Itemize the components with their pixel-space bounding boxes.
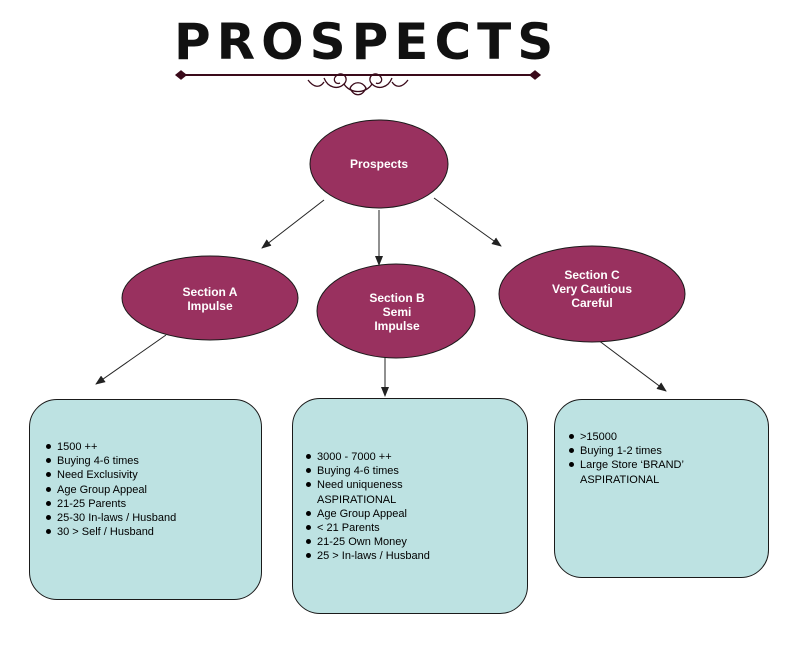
connectors: [95, 197, 667, 397]
node-prospects: [309, 119, 449, 209]
section-a-details-list: 1500 ++ Buying 4-6 times Need Exclusivit…: [45, 440, 176, 539]
page-title: PROSPECTS: [174, 13, 560, 71]
node-section-a-label: Section A Impulse: [150, 285, 270, 313]
node-prospects-label: Prospects: [349, 157, 409, 171]
section-b-details-box: 3000 - 7000 ++ Buying 4-6 times Need uni…: [292, 398, 528, 614]
list-item: 21-25 Parents: [45, 497, 176, 511]
list-item: 21-25 Own Money: [305, 535, 430, 549]
section-c-label-line: Careful: [571, 296, 613, 310]
list-item: Large Store ‘BRAND’ ASPIRATIONAL: [568, 458, 684, 486]
section-c-details-list: >15000 Buying 1-2 times Large Store ‘BRA…: [568, 430, 684, 487]
node-section-c-label: Section C Very Cautious Careful: [522, 268, 662, 310]
node-section-b: [316, 263, 476, 359]
list-item: >15000: [568, 430, 684, 444]
list-item: Buying 4-6 times: [45, 454, 176, 468]
list-item: Buying 1-2 times: [568, 444, 684, 458]
section-a-label-line: Impulse: [187, 299, 233, 313]
list-item: 1500 ++: [45, 440, 176, 454]
list-item: Need uniqueness ASPIRATIONAL: [305, 478, 430, 506]
list-item-line: Large Store ‘BRAND’: [580, 459, 684, 472]
node-section-c: [498, 245, 686, 343]
section-b-label-line: Semi: [382, 305, 412, 319]
list-item-line: ASPIRATIONAL: [317, 493, 397, 506]
list-item-line: Need uniqueness: [317, 479, 403, 492]
list-item: 3000 - 7000 ++: [305, 450, 430, 464]
connector-root-a: [261, 199, 325, 249]
section-c-label-line: Very Cautious: [551, 282, 633, 296]
connector-root-c: [433, 197, 502, 247]
connector-a-box: [95, 334, 167, 385]
node-section-a: [121, 255, 299, 341]
list-item: 25-30 In-laws / Husband: [45, 511, 176, 525]
section-b-details-list: 3000 - 7000 ++ Buying 4-6 times Need uni…: [305, 450, 430, 564]
connector-c-box: [597, 339, 667, 392]
section-a-details-box: 1500 ++ Buying 4-6 times Need Exclusivit…: [29, 399, 262, 600]
list-item: 30 > Self / Husband: [45, 525, 176, 539]
list-item: Age Group Appeal: [305, 507, 430, 521]
ornament-divider: [174, 70, 542, 96]
list-item: Need Exclusivity: [45, 468, 176, 482]
list-item: < 21 Parents: [305, 521, 430, 535]
list-item: 25 > In-laws / Husband: [305, 549, 430, 563]
list-item-line: ASPIRATIONAL: [580, 473, 660, 486]
section-c-label-line: Section C: [564, 268, 620, 282]
section-b-label-line: Impulse: [374, 319, 420, 333]
node-section-b-label: Section B Semi Impulse: [337, 291, 457, 333]
section-b-label-line: Section B: [369, 291, 425, 305]
list-item: Age Group Appeal: [45, 483, 176, 497]
list-item: Buying 4-6 times: [305, 464, 430, 478]
section-a-label-line: Section A: [182, 285, 238, 299]
section-c-details-box: >15000 Buying 1-2 times Large Store ‘BRA…: [554, 399, 769, 578]
